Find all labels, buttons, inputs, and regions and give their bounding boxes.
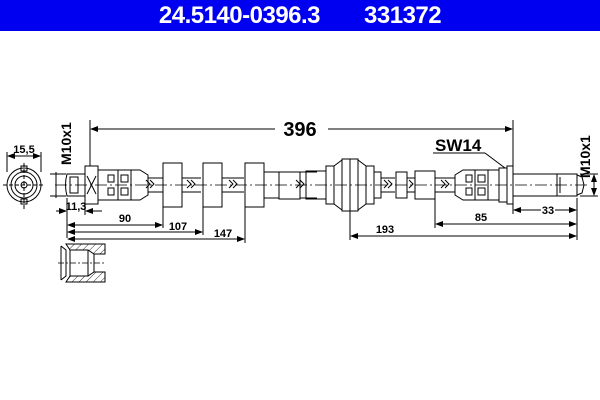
thread-left-label: M10x1 [58, 122, 74, 165]
right-fitting [454, 165, 585, 205]
end-view: 15,5 [3, 144, 45, 210]
dim-11-3: 11,3 [66, 201, 87, 213]
dim-90: 90 [119, 213, 131, 225]
wrench-size-label: SW14 [435, 136, 482, 155]
thread-right-label: M10x1 [577, 135, 593, 178]
left-fitting [65, 165, 149, 205]
end-view-dim: 15,5 [13, 144, 34, 156]
dim-147: 147 [214, 228, 232, 240]
dim-85: 85 [475, 212, 487, 224]
dim-193: 193 [376, 224, 394, 236]
part-number: 24.5140-0396.3 [158, 1, 321, 29]
port-section-view [58, 243, 106, 283]
dim-107: 107 [169, 221, 187, 233]
ref-number: 331372 [364, 1, 442, 29]
overall-length: 396 [283, 119, 316, 141]
title-bar: 24.5140-0396.3 331372 [0, 0, 600, 31]
hose-body [145, 158, 455, 212]
dim-33: 33 [542, 205, 554, 217]
